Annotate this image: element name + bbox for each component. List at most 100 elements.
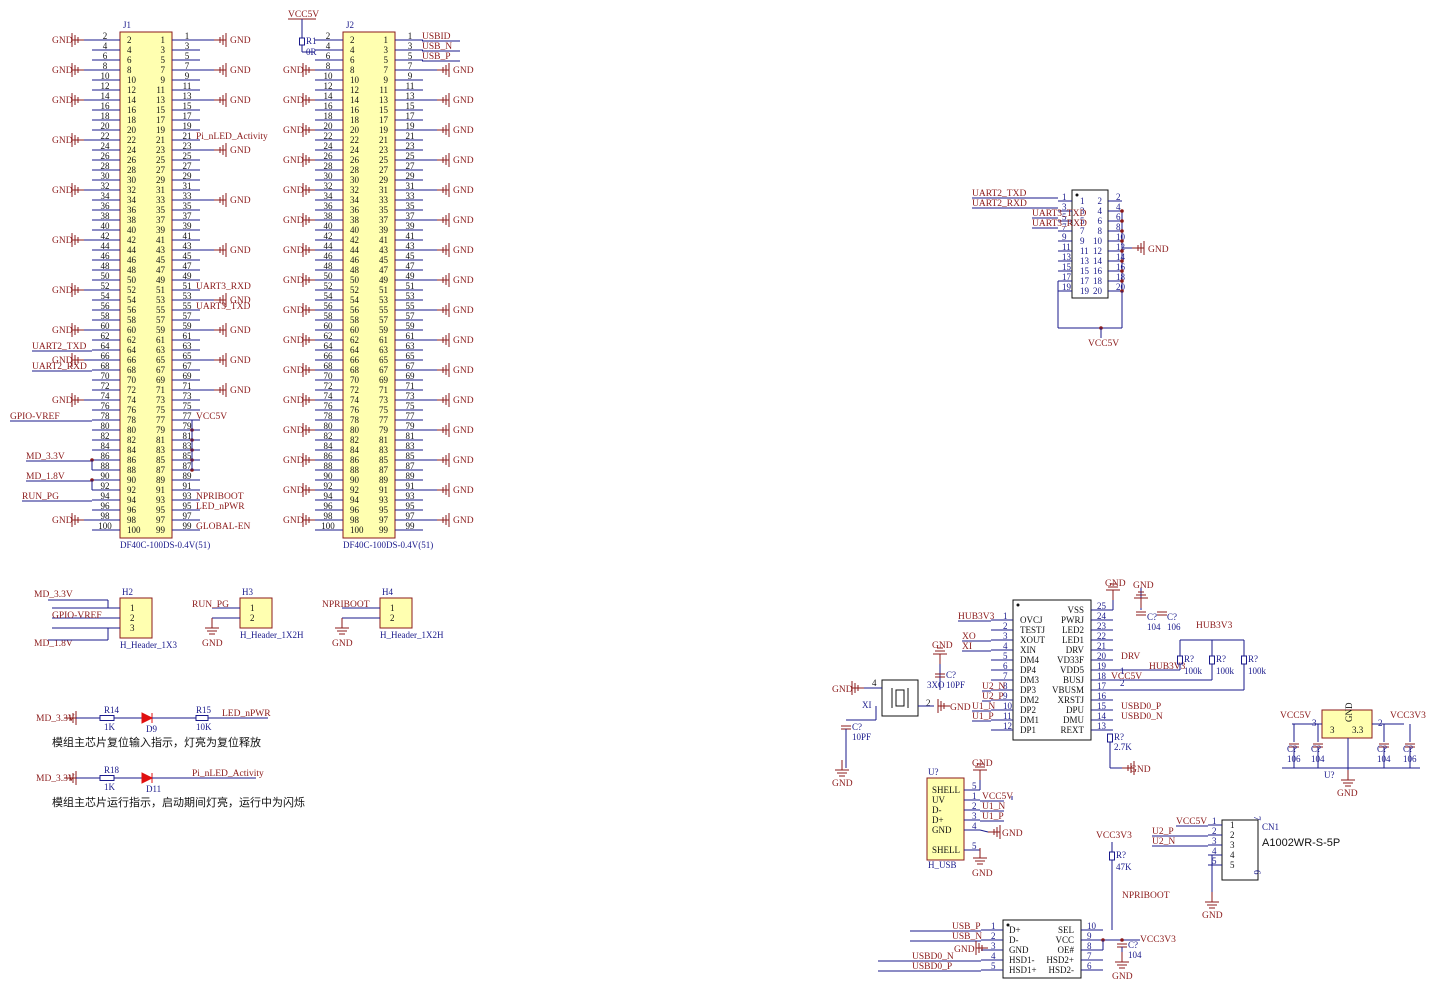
ground-symbol — [437, 63, 450, 77]
j2-pin-num: 61 — [406, 331, 415, 341]
ground-symbol — [71, 93, 84, 107]
j1-pin-num: 40 — [101, 221, 111, 231]
j1-pin-inner: 31 — [156, 185, 165, 195]
hubic-pin-num: 6 — [1003, 661, 1008, 671]
j1-pin-num: 4 — [103, 41, 108, 51]
j2-pin-num: 99 — [406, 521, 416, 531]
j2-pin-num: 80 — [324, 421, 334, 431]
j2-pin-num: 9 — [408, 71, 413, 81]
hubconn-pin-right: 20 — [1116, 282, 1126, 292]
j2-pin-num: 15 — [406, 101, 416, 111]
hubic-pin-num: 24 — [1097, 611, 1107, 621]
crystal-body — [881, 679, 919, 717]
ground-symbol — [437, 393, 450, 407]
j1-gnd-label: GND — [52, 236, 73, 246]
j1-pin-inner: 84 — [127, 445, 137, 455]
led-diode — [141, 712, 154, 724]
hubic-gnd-label: GND — [1133, 581, 1154, 591]
j2-gnd-label: GND — [283, 186, 304, 196]
a1002-pin-num: 3 — [1212, 836, 1217, 846]
j1-pin-num: 99 — [183, 521, 193, 531]
j1-pin-num: 100 — [98, 521, 112, 531]
j2-gnd-label: GND — [283, 216, 304, 226]
hubconn-pin-right: 16 — [1116, 262, 1126, 272]
ground-symbol — [214, 243, 227, 257]
ldo-cap-ref: C? — [1287, 744, 1297, 754]
ground-symbol — [302, 483, 315, 497]
j1-gnd-label: GND — [52, 286, 73, 296]
hubic-pin-name: DM3 — [1020, 675, 1040, 685]
j1-pin-num: 87 — [183, 461, 193, 471]
led-note: 模组主芯片复位输入指示，灯亮为复位释放 — [52, 735, 261, 749]
j1-pin-inner: 85 — [156, 455, 166, 465]
ground-symbol — [302, 453, 315, 467]
led-refdes: D11 — [146, 784, 161, 794]
j2-pin-inner: 72 — [350, 385, 359, 395]
usbjack-net-label: U1_N — [982, 802, 1005, 812]
j1-pin-inner: 70 — [127, 375, 137, 385]
hubconn-pin-right: 2 — [1116, 192, 1121, 202]
j2-pin-inner: 9 — [384, 75, 389, 85]
header-body — [239, 597, 273, 629]
j2-pin-inner: 41 — [379, 235, 388, 245]
j1-pin-inner: 5 — [161, 55, 166, 65]
j1-pin-inner: 10 — [127, 75, 137, 85]
j1-pin-inner: 39 — [156, 225, 166, 235]
hubconn-pin-right: 4 — [1116, 202, 1121, 212]
j1-pin-num: 43 — [183, 241, 193, 251]
j2-pin-num: 41 — [406, 231, 415, 241]
led-r1-value: 1K — [104, 722, 116, 732]
junction-dot — [1120, 249, 1124, 253]
j2-pin-num: 24 — [324, 141, 334, 151]
ground-symbol — [214, 93, 227, 107]
j2-gnd-label: GND — [283, 396, 304, 406]
j2-pin-num: 73 — [406, 391, 416, 401]
hubic-net-label: U2_N — [982, 682, 1005, 692]
hubic-cap-value: 106 — [1167, 622, 1181, 632]
j1-gnd-label: GND — [230, 36, 251, 46]
ground-symbol — [437, 483, 450, 497]
hubic-pullup-value: 100k — [1184, 666, 1203, 676]
j1-pin-num: 25 — [183, 151, 193, 161]
ground-symbol — [975, 941, 988, 955]
j2-pin-num: 84 — [324, 441, 334, 451]
ground-symbol — [302, 213, 315, 227]
j2-pin-inner: 37 — [379, 215, 389, 225]
hubic-pin-num: 7 — [1003, 671, 1008, 681]
usbjack-pin-name: GND — [932, 825, 952, 835]
j2-pin-inner: 40 — [350, 225, 360, 235]
hubic-pin-ref: 2 — [1120, 678, 1125, 688]
hubconn-pin-inner-left: 13 — [1080, 256, 1090, 266]
j2-pin-num: 69 — [406, 371, 416, 381]
j1-pin-inner: 62 — [127, 335, 136, 345]
hubic-pin-name: DP4 — [1020, 665, 1037, 675]
j2-pin-num: 11 — [406, 81, 415, 91]
j2-pin-inner: 97 — [379, 515, 389, 525]
j1-net-label: GLOBAL-EN — [196, 522, 250, 532]
usbjack-gnd-wire — [979, 829, 989, 833]
usbsw-pin-num: 3 — [991, 941, 996, 951]
j2-pin-num: 49 — [406, 271, 416, 281]
usbsw-pin-name: D- — [1009, 935, 1019, 945]
j1-pin-num: 35 — [183, 201, 193, 211]
j2-pin-inner: 52 — [350, 285, 359, 295]
j2-pin-inner: 10 — [350, 75, 360, 85]
j2-pin-num: 76 — [324, 401, 334, 411]
hubic-pin-name: PWRJ — [1061, 615, 1085, 625]
j2-pin-num: 18 — [324, 111, 334, 121]
usbjack-refdes: U? — [928, 767, 939, 777]
j1-pin-inner: 38 — [127, 215, 137, 225]
j2-pin-inner: 14 — [350, 95, 360, 105]
a1002-refdes: CN1 — [1262, 822, 1279, 832]
j2-pin-num: 40 — [324, 221, 334, 231]
led-diode — [141, 772, 154, 784]
j2-pin-num: 72 — [324, 381, 333, 391]
a1002-body — [1221, 819, 1259, 881]
j1-pin-inner: 46 — [127, 255, 137, 265]
ground-symbol — [302, 363, 315, 377]
j2-pin-num: 100 — [321, 521, 335, 531]
j1-pin-num: 76 — [101, 401, 111, 411]
j2-pin-inner: 58 — [350, 315, 360, 325]
j2-pin-num: 21 — [406, 131, 415, 141]
